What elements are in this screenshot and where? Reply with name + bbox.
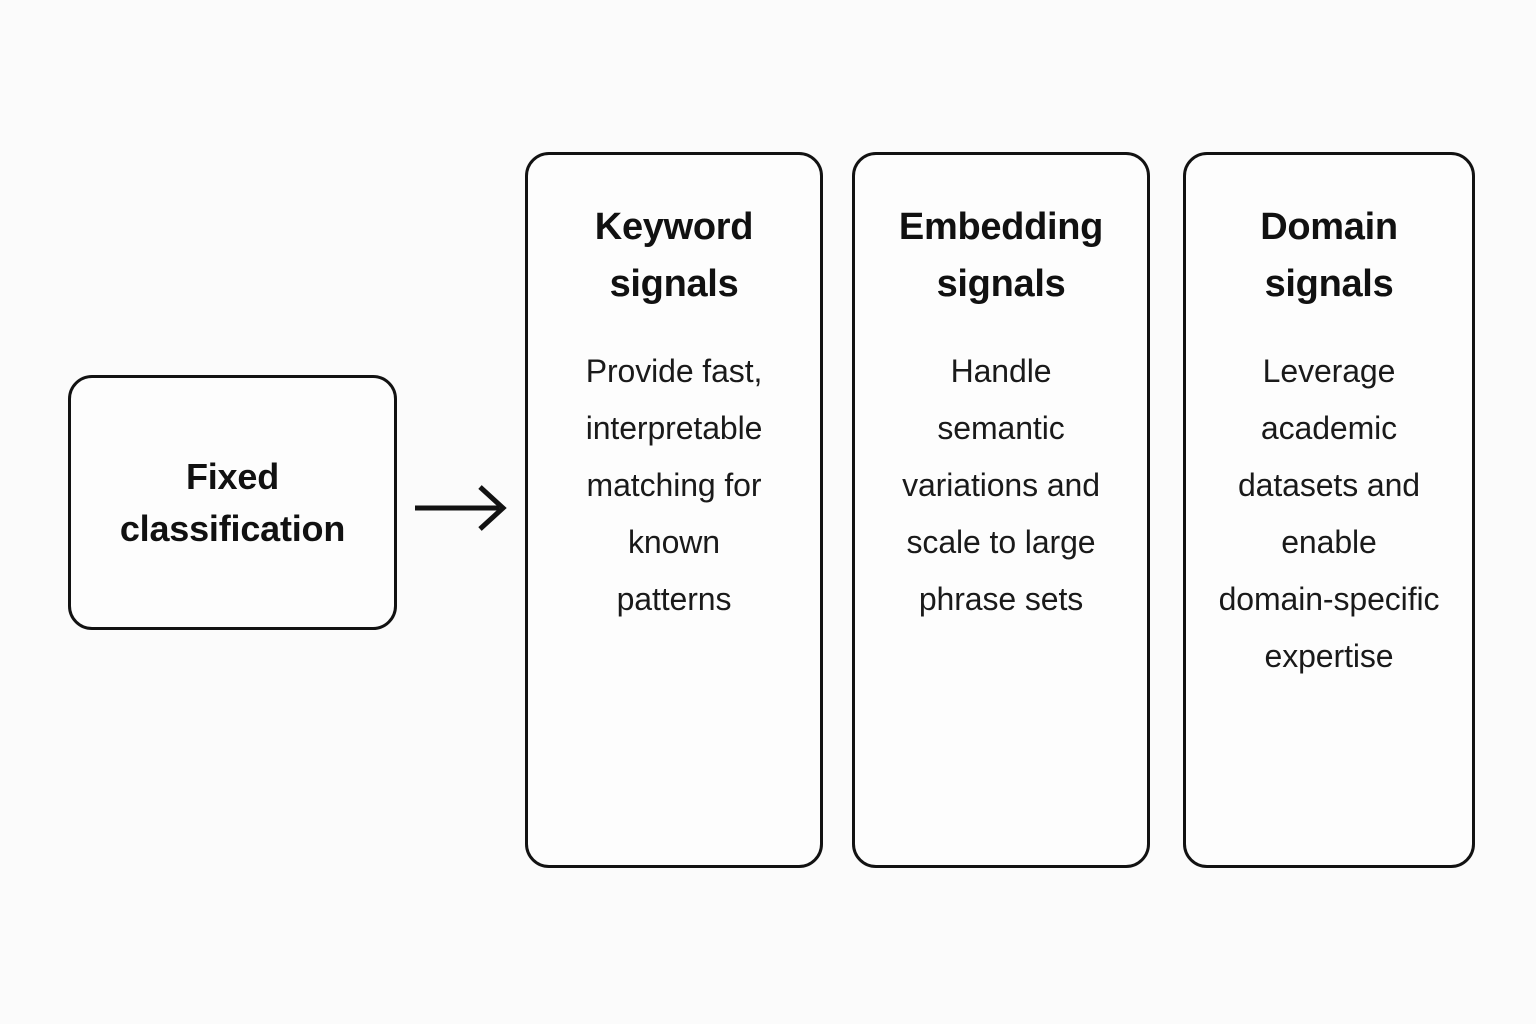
connector-source-to-cards	[408, 470, 518, 546]
node-fixed-classification[interactable]: Fixed classification	[68, 375, 397, 630]
card-keyword-signals-body: Provide fast, interpretable matching for…	[585, 353, 763, 617]
card-embedding-signals-body: Handle semantic variations and scale to …	[902, 353, 1100, 617]
card-embedding-signals[interactable]: Embedding signals Handle semantic variat…	[852, 152, 1150, 868]
card-domain-signals-body: Leverage academic datasets and enable do…	[1218, 353, 1440, 674]
card-keyword-signals[interactable]: Keyword signals Provide fast, interpreta…	[525, 152, 823, 868]
card-keyword-signals-title: Keyword signals	[594, 206, 754, 305]
card-domain-signals-title: Domain signals	[1260, 206, 1398, 305]
card-domain-signals[interactable]: Domain signals Leverage academic dataset…	[1183, 152, 1475, 868]
card-embedding-signals-title: Embedding signals	[898, 206, 1104, 305]
arrow-right-icon	[415, 485, 507, 531]
node-fixed-classification-label: Fixed classification	[119, 456, 346, 549]
